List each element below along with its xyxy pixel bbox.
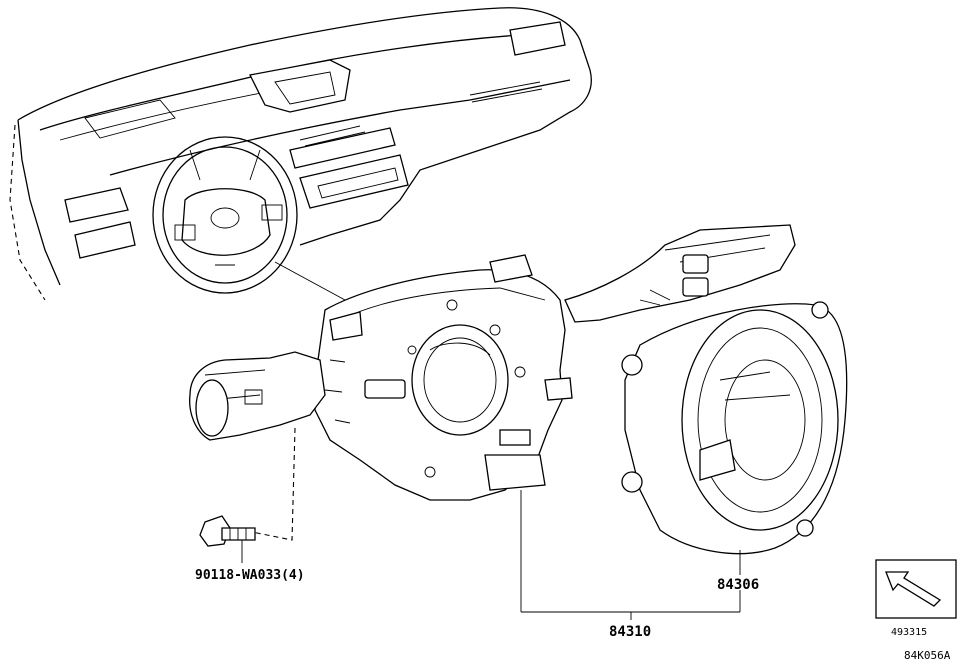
wiper-stalk-illustration — [564, 224, 796, 323]
light-stalk-illustration — [189, 351, 326, 441]
dashboard-illustration — [9, 7, 592, 301]
spiral-cable-illustration — [621, 301, 848, 555]
bolt-part-number: 90118-WA033(4) — [195, 568, 305, 583]
spiral-cable-part-number: 84306 — [717, 577, 759, 593]
callout-leaders — [520, 490, 741, 620]
figure-code-label: 84K056A — [904, 649, 951, 662]
bolt-illustration — [199, 515, 256, 563]
combination-switch-body — [314, 254, 573, 501]
bolt-leader — [251, 427, 296, 541]
icon-code-label: 493315 — [891, 627, 927, 638]
front-direction-arrow-icon — [875, 559, 957, 619]
switch-assembly-part-number: 84310 — [609, 624, 651, 640]
